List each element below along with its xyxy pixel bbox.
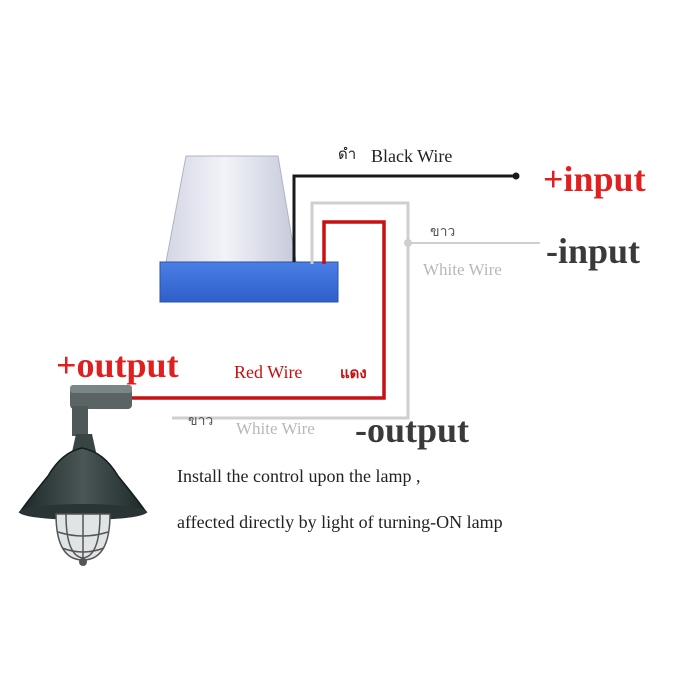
black-wire-thai-label: ดำ — [338, 146, 356, 163]
lamp-shade-rim — [19, 504, 147, 520]
white-wire-top-thai-label: ขาว — [430, 223, 455, 239]
white-wire-bottom-label: White Wire — [236, 419, 315, 438]
lamp-neck — [72, 434, 96, 452]
white-wire-bottom-thai-label: ขาว — [188, 412, 213, 428]
photo-sensor — [159, 155, 339, 303]
lamp-cage — [55, 513, 111, 566]
street-lamp — [18, 385, 148, 566]
white-wire-terminal — [404, 239, 412, 247]
instruction-line-2: affected directly by light of turning-ON… — [177, 512, 503, 532]
red-wire — [130, 220, 386, 400]
plus-input-label: +input — [543, 159, 646, 199]
sensor-dome — [165, 155, 297, 263]
black-wire-label: Black Wire — [371, 146, 452, 166]
lamp-arm — [72, 406, 88, 436]
sensor-base — [159, 261, 339, 303]
minus-input-label: -input — [546, 231, 640, 271]
black-wire-terminal — [512, 172, 520, 180]
lamp-shade — [18, 447, 148, 513]
white-wire — [172, 201, 410, 420]
white-wire-top-label: White Wire — [423, 260, 502, 279]
red-wire-thai-label: แดง — [340, 365, 367, 382]
black-wire — [292, 174, 516, 262]
instruction-line-1: Install the control upon the lamp , — [177, 466, 420, 486]
plus-output-label: +output — [56, 345, 179, 385]
minus-output-label: -output — [355, 410, 469, 450]
red-wire-label: Red Wire — [234, 362, 302, 382]
